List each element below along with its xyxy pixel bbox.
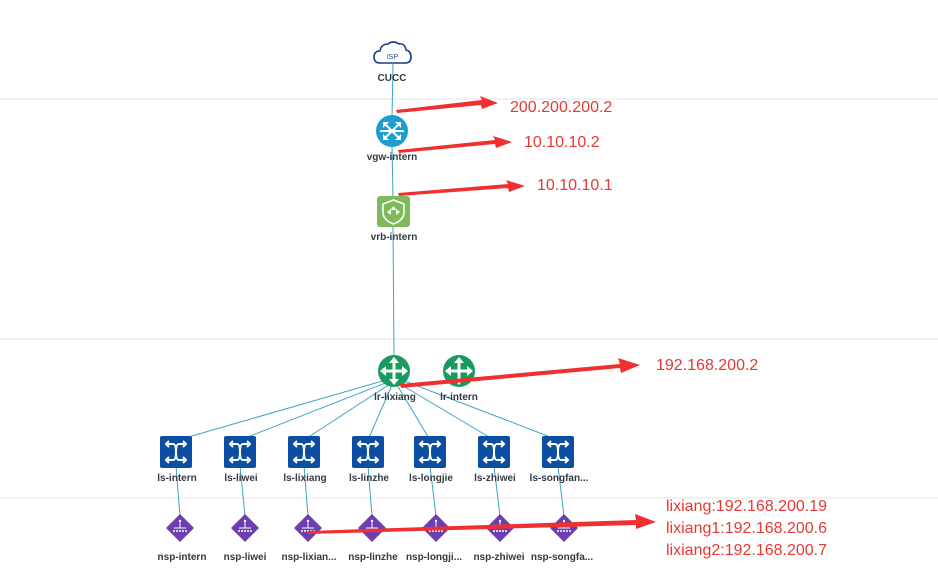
node-lr-lixiang[interactable]: lr-lixiang: [374, 355, 416, 403]
link-ls-nsp-intern: [175, 465, 181, 517]
node-vrb[interactable]: vrb-intern: [371, 196, 418, 243]
nsp-icon: [550, 514, 578, 542]
node-label: lr-lixiang: [374, 392, 416, 403]
cloud-icon: [373, 41, 412, 64]
node-label: ls-lixiang: [283, 473, 326, 484]
switch-icon: [478, 436, 510, 468]
node-label: ls-songfan...: [530, 473, 589, 484]
nsp-icon: [231, 514, 259, 542]
links: [175, 63, 565, 517]
switch-icon: [224, 436, 256, 468]
node-switch[interactable]: ls-liwei: [224, 436, 258, 484]
node-nsp[interactable]: nsp-intern: [158, 514, 207, 563]
node-nsp[interactable]: nsp-longji...: [406, 514, 462, 563]
node-label: ls-linzhe: [349, 473, 389, 484]
node-nsp[interactable]: nsp-songfa...: [531, 514, 593, 563]
node-nsp[interactable]: nsp-lixian...: [281, 514, 337, 563]
node-nsp[interactable]: nsp-zhiwei: [473, 514, 525, 563]
node-label: vgw-intern: [367, 152, 418, 163]
node-cucc[interactable]: ISP CUCC: [373, 41, 412, 84]
nsp-layer: nsp-intern nsp-liwei nsp-lixian... nsp-linz…: [158, 514, 593, 563]
node-label: nsp-liwei: [224, 552, 267, 563]
annotation-ip: 200.200.200.2: [510, 99, 612, 116]
link-lr-ls-songfan: [401, 379, 559, 441]
node-vgw[interactable]: vgw-intern: [367, 115, 418, 163]
node-label: nsp-intern: [158, 552, 207, 563]
node-switch[interactable]: ls-songfan...: [530, 436, 589, 484]
node-label: lr-intern: [440, 392, 478, 403]
node-label: nsp-songfa...: [531, 552, 593, 563]
node-switch[interactable]: ls-zhiwei: [474, 436, 516, 484]
node-label: nsp-linzhe: [348, 552, 398, 563]
node-switch[interactable]: ls-longjie: [409, 436, 453, 484]
node-switch[interactable]: ls-intern: [157, 436, 197, 484]
link-ls-nsp-linzhe: [367, 465, 373, 517]
annotation-arrow: [398, 180, 525, 196]
nsp-icon: [166, 514, 194, 542]
switch-icon: [352, 436, 384, 468]
router-icon: [378, 355, 410, 387]
node-switch[interactable]: ls-lixiang: [283, 436, 327, 484]
link-vrb-lr: [392, 226, 395, 357]
switch-icon: [542, 436, 574, 468]
switch-layer: ls-intern ls-liwei ls-lixiang ls-linzhe ls-l…: [157, 436, 589, 484]
link-ls-nsp-songfan: [557, 465, 565, 517]
node-label: ls-intern: [157, 473, 196, 484]
node-switch[interactable]: ls-linzhe: [349, 436, 389, 484]
node-label: ls-zhiwei: [474, 473, 516, 484]
link-lr-ls-longjie: [396, 384, 431, 441]
annotation-arrow: [398, 136, 512, 153]
link-vgw-vrb: [391, 146, 394, 198]
link-ls-nsp-lixiang: [303, 465, 309, 517]
link-cucc-vgw: [391, 63, 394, 119]
annotation-arrow: [308, 514, 656, 534]
node-nsp[interactable]: nsp-liwei: [224, 514, 267, 563]
annotations: 200.200.200.2 10.10.10.2 10.10.10.1 192.…: [308, 96, 827, 559]
annotation-ip: 192.168.200.2: [656, 357, 758, 374]
link-lr-ls-linzhe: [367, 384, 393, 441]
annotation-arrow: [400, 358, 640, 388]
node-nsp[interactable]: nsp-linzhe: [348, 514, 398, 563]
link-ls-nsp-zhiwei: [493, 465, 501, 517]
annotation-arrow: [396, 96, 498, 113]
switch-icon: [160, 436, 192, 468]
link-lr-ls-zhiwei: [399, 383, 495, 441]
annotation-ip: 10.10.10.1: [537, 177, 613, 194]
annotation-ip: lixiang:192.168.200.19: [666, 498, 827, 515]
node-label: vrb-intern: [371, 232, 418, 243]
node-label: nsp-zhiwei: [473, 552, 524, 563]
node-label: ls-liwei: [224, 473, 258, 484]
annotation-ip: lixiang1:192.168.200.6: [666, 520, 827, 537]
node-label: nsp-longji...: [406, 552, 462, 563]
node-label: ls-longjie: [409, 473, 453, 484]
nsp-icon: [294, 514, 322, 542]
link-lr-ls-lixiang: [303, 383, 391, 441]
switch-icon: [288, 436, 320, 468]
nsp-icon: [358, 514, 386, 542]
annotation-ip: 10.10.10.2: [524, 134, 600, 151]
switch-icon: [414, 436, 446, 468]
annotation-ip: lixiang2:192.168.200.7: [666, 542, 827, 559]
link-lr-ls-liwei: [239, 381, 389, 441]
link-lr-ls-intern: [177, 379, 387, 441]
link-ls-nsp-longjie: [429, 465, 437, 517]
firewall-shield-icon: [377, 196, 410, 227]
node-label: CUCC: [378, 73, 407, 84]
link-ls-nsp-liwei: [239, 465, 246, 517]
cloud-badge: ISP: [387, 54, 399, 61]
node-label: nsp-lixian...: [281, 552, 336, 563]
gateway-icon: [376, 115, 408, 147]
